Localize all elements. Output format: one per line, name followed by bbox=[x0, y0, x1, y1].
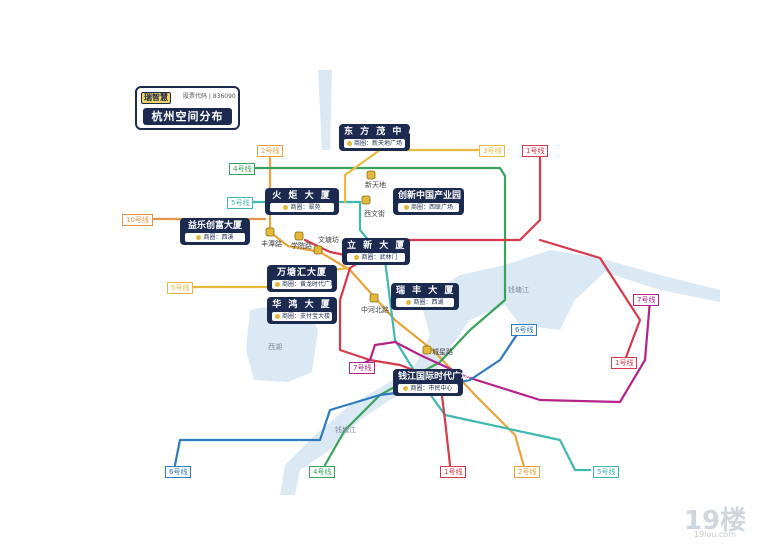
building-name: 立 新 大 厦 bbox=[347, 241, 407, 251]
station-xueyuanlu bbox=[294, 231, 304, 241]
building-district: 商圈：武林门 bbox=[361, 254, 398, 261]
line-tag: 4号线 bbox=[229, 163, 256, 175]
line-tag: 7号线 bbox=[633, 294, 660, 306]
station-label: 丰潭路 bbox=[261, 240, 282, 248]
line-tag: 3号线 bbox=[479, 145, 506, 157]
line-tag: 1号线 bbox=[522, 145, 549, 157]
line-4 bbox=[248, 166, 507, 467]
water-label: 西湖 bbox=[268, 343, 282, 351]
building-card[interactable]: 火 炬 大 厦 商圈：翠苑 bbox=[265, 188, 339, 215]
building-district: 商圈：支付宝大楼 bbox=[282, 313, 331, 320]
location-pin-icon bbox=[406, 300, 412, 305]
building-card[interactable]: 瑞 丰 大 厦 商圈：西湖 bbox=[391, 283, 459, 310]
station-fengtanlu bbox=[265, 227, 275, 237]
building-name: 钱江国际时代广场 bbox=[398, 372, 471, 382]
location-pin-icon bbox=[347, 141, 352, 146]
line-tag: 7号线 bbox=[349, 362, 376, 374]
station-label: 城星路 bbox=[432, 348, 453, 356]
building-district: 商圈：西湖 bbox=[413, 299, 444, 306]
station-label: 学院路 bbox=[291, 242, 312, 250]
location-pin-icon bbox=[196, 235, 202, 240]
company-logo: 瑞智慧 bbox=[141, 92, 171, 104]
line-1-east bbox=[538, 238, 642, 362]
building-card[interactable]: 东 方 茂 中 心 商圈：新天地广场 bbox=[339, 124, 420, 151]
building-card[interactable]: 万塘汇大厦 商圈：黄龙时代广场 bbox=[267, 265, 337, 292]
line-tag: 1号线 bbox=[611, 357, 638, 369]
water-label: 钱塘江 bbox=[335, 426, 356, 434]
water-label: 钱塘江 bbox=[508, 286, 529, 294]
station-chengxinglu bbox=[422, 345, 432, 355]
building-card[interactable]: 创新中国产业园 商圈：西联广场 bbox=[393, 188, 464, 215]
building-district: 商圈：翠苑 bbox=[290, 204, 321, 211]
line-tag: 2号线 bbox=[514, 466, 541, 478]
station-xintiandi bbox=[366, 170, 376, 180]
line-tag: 4号线 bbox=[309, 466, 336, 478]
line-7 bbox=[358, 298, 652, 404]
watermark-url: 19lou.com bbox=[694, 530, 736, 539]
location-pin-icon bbox=[275, 314, 280, 319]
page-title: 杭州空间分布 bbox=[143, 108, 232, 125]
line-tag: 10号线 bbox=[122, 214, 153, 226]
watermark-logo: 19楼 bbox=[684, 506, 747, 536]
building-name: 创新中国产业园 bbox=[398, 191, 462, 201]
line-tag: 1号线 bbox=[440, 466, 467, 478]
line-6 bbox=[173, 328, 522, 467]
station-label: 文塘坊 bbox=[318, 236, 339, 244]
line-tag: 5号线 bbox=[227, 197, 254, 209]
line-tag: 5号线 bbox=[167, 282, 194, 294]
line-3 bbox=[343, 148, 482, 204]
line-link bbox=[303, 238, 347, 257]
location-pin-icon bbox=[283, 205, 289, 210]
building-district: 商圈：市民中心 bbox=[410, 385, 453, 392]
station-zhonghebeilu bbox=[369, 293, 379, 303]
building-name: 华 鸿 大 厦 bbox=[272, 300, 332, 310]
qiantang-river bbox=[280, 250, 720, 495]
building-card[interactable]: 钱江国际时代广场 商圈：市民中心 bbox=[393, 369, 471, 396]
building-card[interactable]: 立 新 大 厦 商圈：武林门 bbox=[342, 238, 410, 265]
building-district: 商圈：西溪 bbox=[203, 234, 234, 241]
building-name: 益乐创富大厦 bbox=[187, 221, 242, 231]
station-label: 中河北路 bbox=[361, 306, 389, 314]
stock-code: 股票代码 | 836090 bbox=[183, 93, 236, 100]
building-card[interactable]: 华 鸿 大 厦 商圈：支付宝大楼 bbox=[267, 297, 337, 324]
station-label: 新天地 bbox=[365, 181, 386, 189]
station-wentangfang bbox=[313, 245, 323, 255]
line-tag: 2号线 bbox=[257, 145, 284, 157]
line-tag: 6号线 bbox=[511, 324, 538, 336]
building-name: 万塘汇大厦 bbox=[276, 268, 327, 278]
canal bbox=[318, 70, 332, 150]
building-district: 商圈：新天地广场 bbox=[354, 140, 403, 147]
building-name: 火 炬 大 厦 bbox=[272, 191, 332, 201]
line-5 bbox=[248, 200, 592, 472]
title-card: 瑞智慧 股票代码 | 836090 杭州空间分布 bbox=[135, 86, 240, 130]
building-name: 东 方 茂 中 心 bbox=[344, 127, 420, 137]
building-district: 商圈：黄龙时代广场 bbox=[282, 281, 337, 288]
line-tag: 5号线 bbox=[593, 466, 620, 478]
line-tag: 6号线 bbox=[165, 466, 192, 478]
location-pin-icon bbox=[403, 386, 409, 391]
building-card[interactable]: 益乐创富大厦 商圈：西溪 bbox=[180, 218, 250, 245]
location-pin-icon bbox=[275, 282, 280, 287]
building-name: 瑞 丰 大 厦 bbox=[396, 286, 456, 296]
location-pin-icon bbox=[403, 205, 409, 210]
building-district: 商圈：西联广场 bbox=[410, 204, 453, 211]
location-pin-icon bbox=[354, 255, 360, 260]
station-label: 西文街 bbox=[364, 210, 385, 218]
station-xiwenjie bbox=[361, 195, 371, 205]
